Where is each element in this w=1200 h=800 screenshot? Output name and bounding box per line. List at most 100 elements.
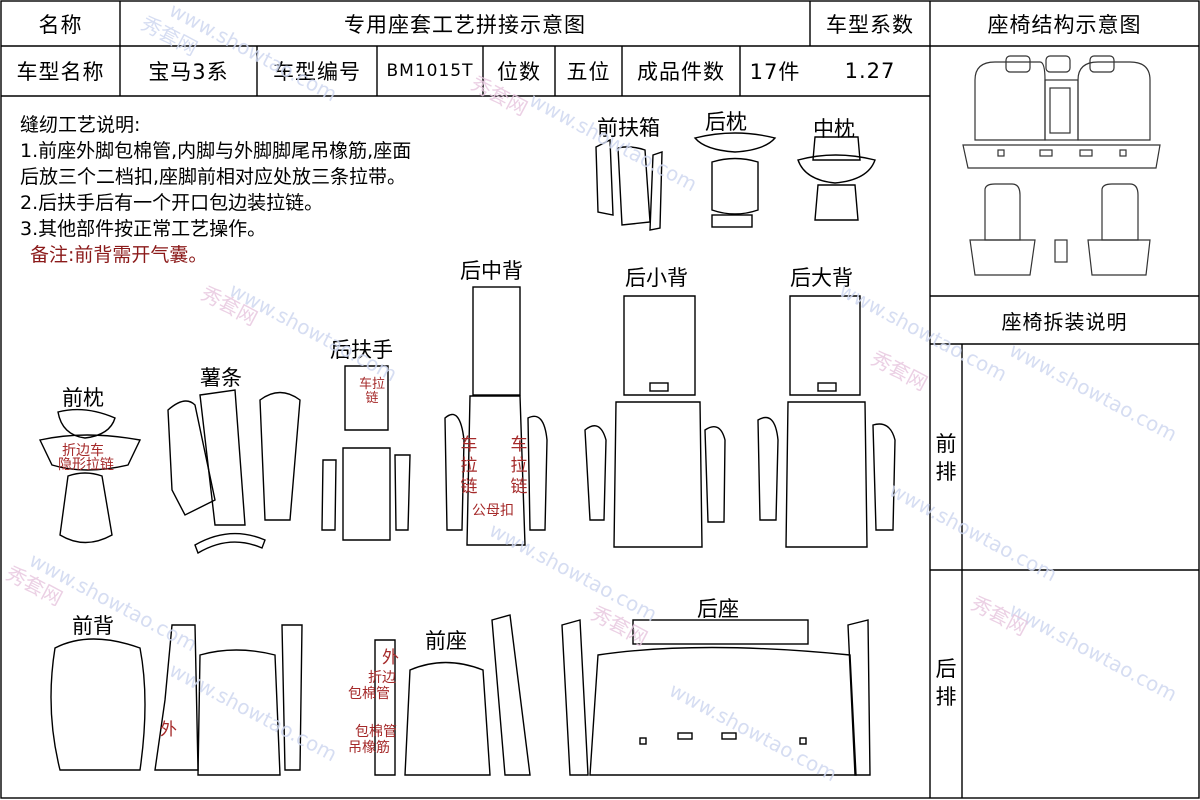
label-rear-small-back: 后小背 [625, 266, 688, 290]
annot-fold-edge-short: 折边 [368, 670, 396, 686]
instruction-line: 1.前座外脚包棉管,内脚与外脚脚尾吊橡筋,座面 [20, 140, 412, 162]
annot-zipper-right: 车拉链 [510, 435, 528, 497]
structure-title: 座椅结构示意图 [987, 12, 1142, 37]
piece-rear-small-back [649, 382, 669, 392]
header-name-label: 名称 [38, 12, 83, 37]
piece-rear-seat [639, 737, 647, 745]
sewing-instructions: 缝纫工艺说明: 1.前座外脚包棉管,内脚与外脚脚尾吊橡筋,座面 后放三个二档扣,… [20, 112, 411, 268]
piece-rear-big-back [789, 295, 861, 396]
annot-hidden-zipper: 隐形拉链 [58, 457, 114, 473]
instruction-line: 后放三个二档扣,座脚前相对应处放三条拉带。 [20, 166, 407, 188]
coef-value: 1.27 [844, 59, 896, 83]
seats-value: 五位 [566, 60, 611, 84]
label-rear-big-back: 后大背 [790, 266, 853, 290]
piece-front-back [50, 638, 146, 771]
annot-outer: 外 [160, 720, 177, 740]
piece-front-pillow [38, 434, 142, 471]
label-strip: 薯条 [200, 366, 242, 390]
piece-rear-pillow [711, 157, 759, 215]
label-front-armrest-box: 前扶箱 [597, 116, 660, 140]
seats-label: 位数 [497, 60, 541, 84]
label-mid-pillow: 中枕 [813, 117, 855, 141]
pattern-pieces [38, 132, 896, 776]
pieces-value: 17件 [749, 60, 801, 84]
piece-rear-small-back [584, 425, 607, 521]
piece-rear-mid-back [527, 415, 548, 531]
piece-front-back [154, 624, 199, 771]
piece-front-back [197, 649, 281, 776]
piece-rear-seat [589, 646, 857, 776]
piece-rear-seat [799, 737, 807, 745]
piece-rear-seat [721, 732, 737, 740]
piece-rear-mid-back [466, 395, 526, 546]
piece-rear-armrest [344, 365, 389, 431]
piece-front-back [281, 624, 303, 771]
piece-rear-small-back [623, 295, 696, 396]
instruction-line: 3.其他部件按正常工艺操作。 [20, 218, 267, 240]
piece-rear-mid-back [444, 413, 465, 531]
piece-front-seat [404, 661, 491, 776]
piece-mid-pillow [797, 154, 876, 184]
piece-strip [259, 391, 301, 521]
piece-strip [194, 532, 266, 555]
label-rear-seat: 后座 [697, 597, 739, 621]
piece-front-pillow [57, 408, 116, 439]
front-row-label: 前排 [935, 432, 957, 484]
label-front-back: 前背 [72, 614, 114, 638]
piece-front-armrest-box [649, 151, 663, 231]
annot-car-zipper: 车拉链 [358, 377, 385, 406]
instructions-heading: 缝纫工艺说明: [20, 114, 141, 136]
piece-rear-pillow [693, 132, 777, 153]
instruction-line: 2.后扶手后有一个开口包边装拉链。 [20, 192, 324, 214]
model-name-value: 宝马3系 [148, 60, 229, 84]
piece-rear-seat [847, 619, 871, 776]
disassembly-title: 座椅拆装说明 [1001, 309, 1128, 334]
annot-cotton-tube: 包棉管 [355, 724, 397, 740]
piece-rear-armrest [342, 447, 391, 541]
annot-fold-edge: 折边车 [62, 443, 104, 459]
piece-rear-seat [561, 619, 589, 776]
annot-elastic: 吊橡筋 [348, 740, 390, 756]
label-front-seat: 前座 [425, 629, 467, 653]
piece-rear-big-back [757, 416, 779, 521]
model-code-value: BM1015T [386, 61, 474, 81]
pieces-label: 成品件数 [637, 60, 725, 84]
seat-structure-sketch [962, 55, 1161, 276]
annot-cotton-tube: 包棉管 [348, 686, 390, 702]
label-rear-armrest: 后扶手 [330, 338, 393, 362]
piece-front-seat [374, 639, 396, 776]
piece-front-seat [491, 614, 531, 776]
model-code-label: 车型编号 [273, 60, 361, 84]
piece-mid-pillow [812, 136, 861, 161]
piece-rear-big-back [872, 423, 896, 531]
header-coef-label: 车型系数 [826, 12, 914, 37]
piece-rear-armrest [321, 459, 337, 531]
piece-rear-small-back [704, 426, 726, 523]
piece-strip [199, 389, 246, 526]
label-front-pillow: 前枕 [62, 386, 104, 410]
piece-front-armrest-box [617, 146, 651, 226]
instruction-remark: 备注:前背需开气囊。 [30, 244, 208, 266]
piece-rear-big-back [817, 382, 837, 392]
piece-rear-armrest [394, 454, 411, 531]
annot-outer-seat: 外 [382, 648, 399, 668]
label-rear-mid-back: 后中背 [460, 259, 523, 283]
piece-front-armrest-box [595, 138, 614, 216]
label-rear-pillow: 后枕 [705, 110, 747, 134]
piece-rear-seat [677, 732, 693, 740]
piece-front-pillow [59, 472, 113, 544]
rear-row-label: 后排 [935, 657, 957, 709]
piece-rear-mid-back [472, 286, 521, 396]
page-title: 专用座套工艺拼接示意图 [344, 12, 586, 37]
piece-rear-seat [632, 619, 809, 645]
piece-rear-big-back [785, 401, 868, 548]
piece-rear-small-back [613, 401, 703, 548]
piece-strip [167, 400, 216, 516]
piece-mid-pillow [814, 184, 859, 221]
model-name-label: 车型名称 [16, 60, 105, 84]
annot-male-female-buckle: 公母扣 [472, 503, 514, 519]
annot-zipper-left: 车拉链 [460, 435, 478, 497]
